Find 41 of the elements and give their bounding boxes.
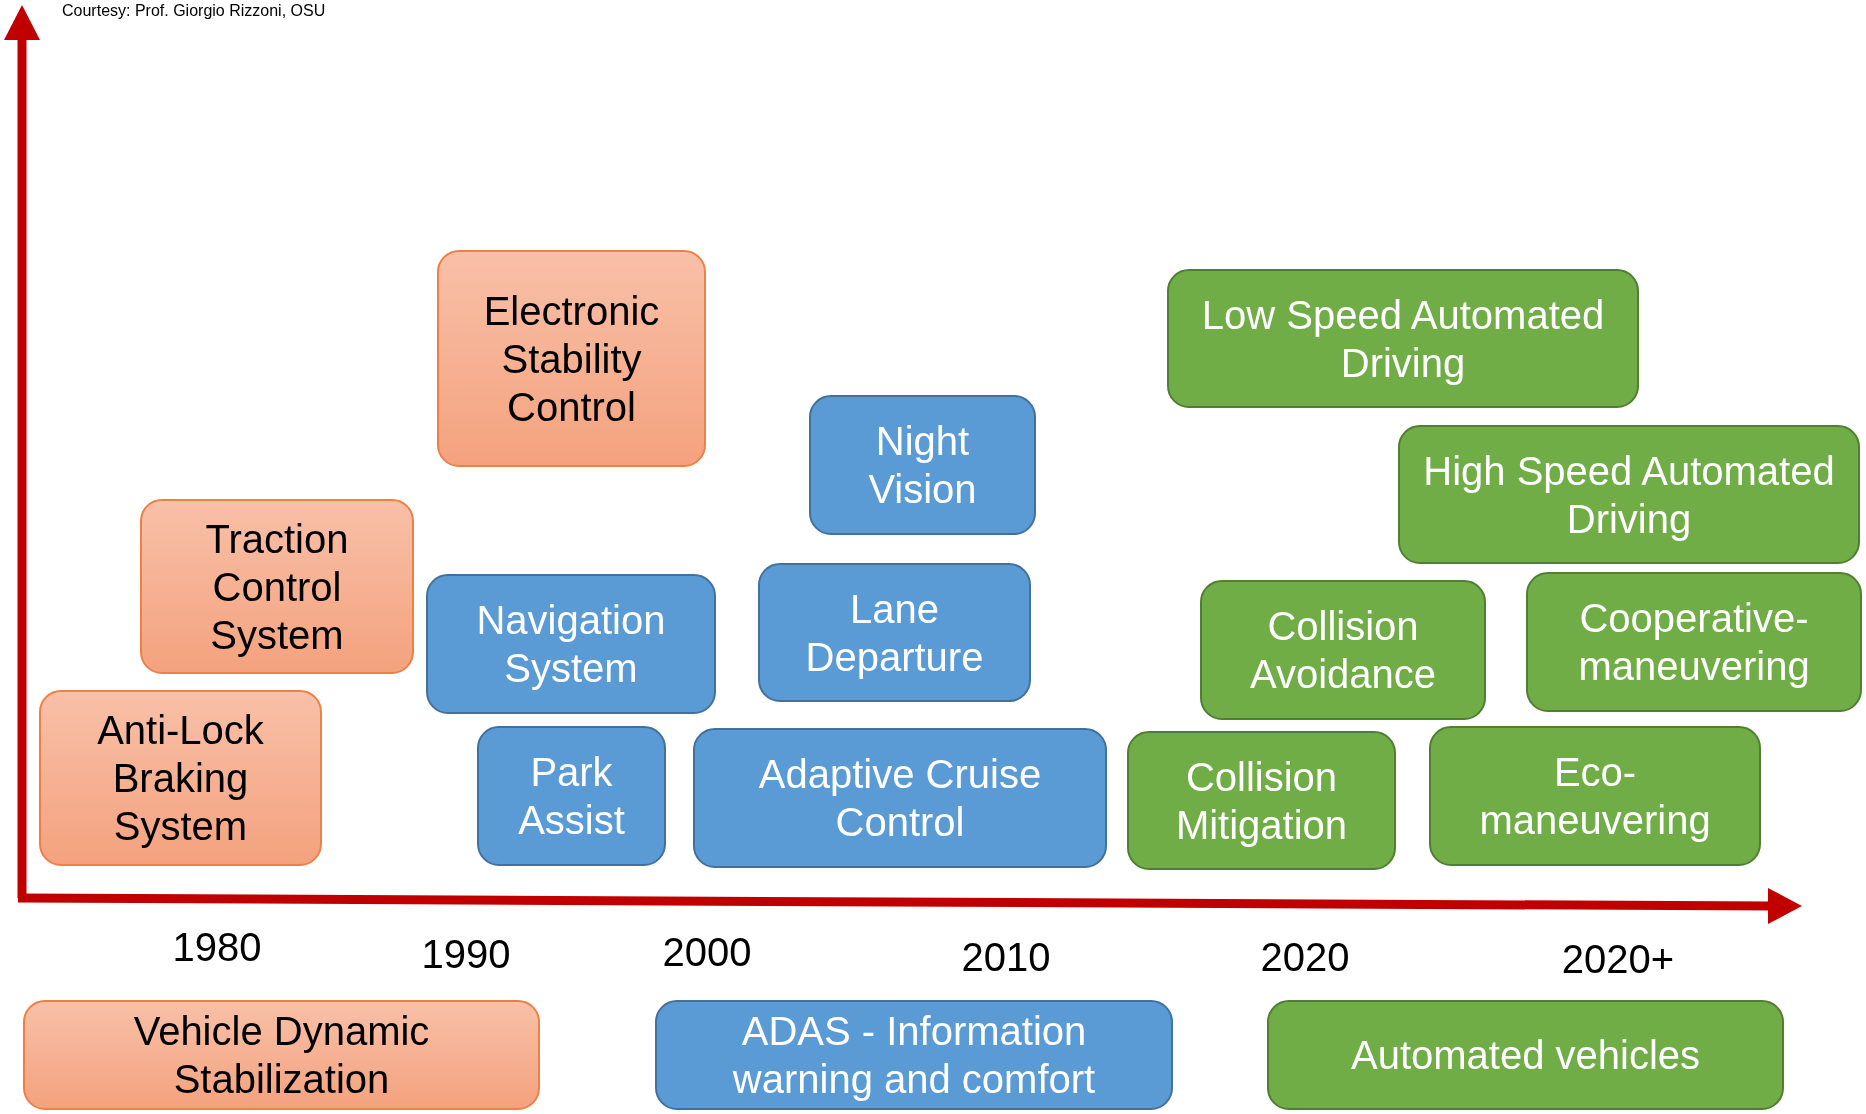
category-box <box>1127 731 1396 870</box>
box-label: Adaptive Cruise Control <box>757 751 1043 846</box>
category-box <box>1267 1000 1784 1110</box>
box-label: Eco-maneuvering <box>1478 749 1712 844</box>
category-box <box>426 574 716 714</box>
year-label: 2010 <box>961 934 1051 980</box>
category-box <box>758 563 1031 702</box>
year-label: 1980 <box>172 924 262 970</box>
box-label: Lane Departure <box>804 585 985 681</box>
category-box <box>39 690 322 866</box>
box-label: Collision Avoidance <box>1248 603 1438 698</box>
category-box <box>1167 269 1639 408</box>
box-label: High Speed Automated Driving <box>1422 447 1836 543</box>
category-box <box>23 1000 540 1110</box>
category-box <box>1200 580 1486 720</box>
box-label: ADAS - Information warning and comfort <box>731 1008 1097 1103</box>
box-label: Traction Control System <box>204 515 350 659</box>
category-box <box>809 395 1036 535</box>
category-box <box>1429 726 1761 866</box>
category-box <box>140 499 414 674</box>
box-label: Cooperative-maneuvering <box>1577 595 1811 690</box>
box-label: Vehicle Dynamic Stabilization <box>132 1008 431 1103</box>
credit-note: Courtesy: Prof. Giorgio Rizzoni, OSU <box>62 2 326 20</box>
category-box <box>477 726 666 866</box>
category-box <box>437 250 706 467</box>
category-box <box>655 1000 1173 1110</box>
box-label: Anti-Lock Braking System <box>96 707 265 850</box>
box-label: Low Speed Automated Driving <box>1200 291 1606 387</box>
box-label: Automated vehicles <box>1350 1032 1701 1079</box>
year-label: 1990 <box>421 931 511 977</box>
box-label: Park Assist <box>517 749 626 844</box>
box-label: Collision Mitigation <box>1174 753 1349 849</box>
category-box <box>1398 425 1860 564</box>
box-label: Electronic Stability Control <box>482 287 661 431</box>
category-box <box>693 728 1107 868</box>
year-label: 2020 <box>1260 934 1350 980</box>
year-label: 2020+ <box>1561 936 1675 982</box>
box-label: Night Vision <box>867 418 978 513</box>
category-box <box>1526 572 1862 712</box>
year-label: 2000 <box>662 929 752 975</box>
box-label: Navigation System <box>475 597 667 692</box>
